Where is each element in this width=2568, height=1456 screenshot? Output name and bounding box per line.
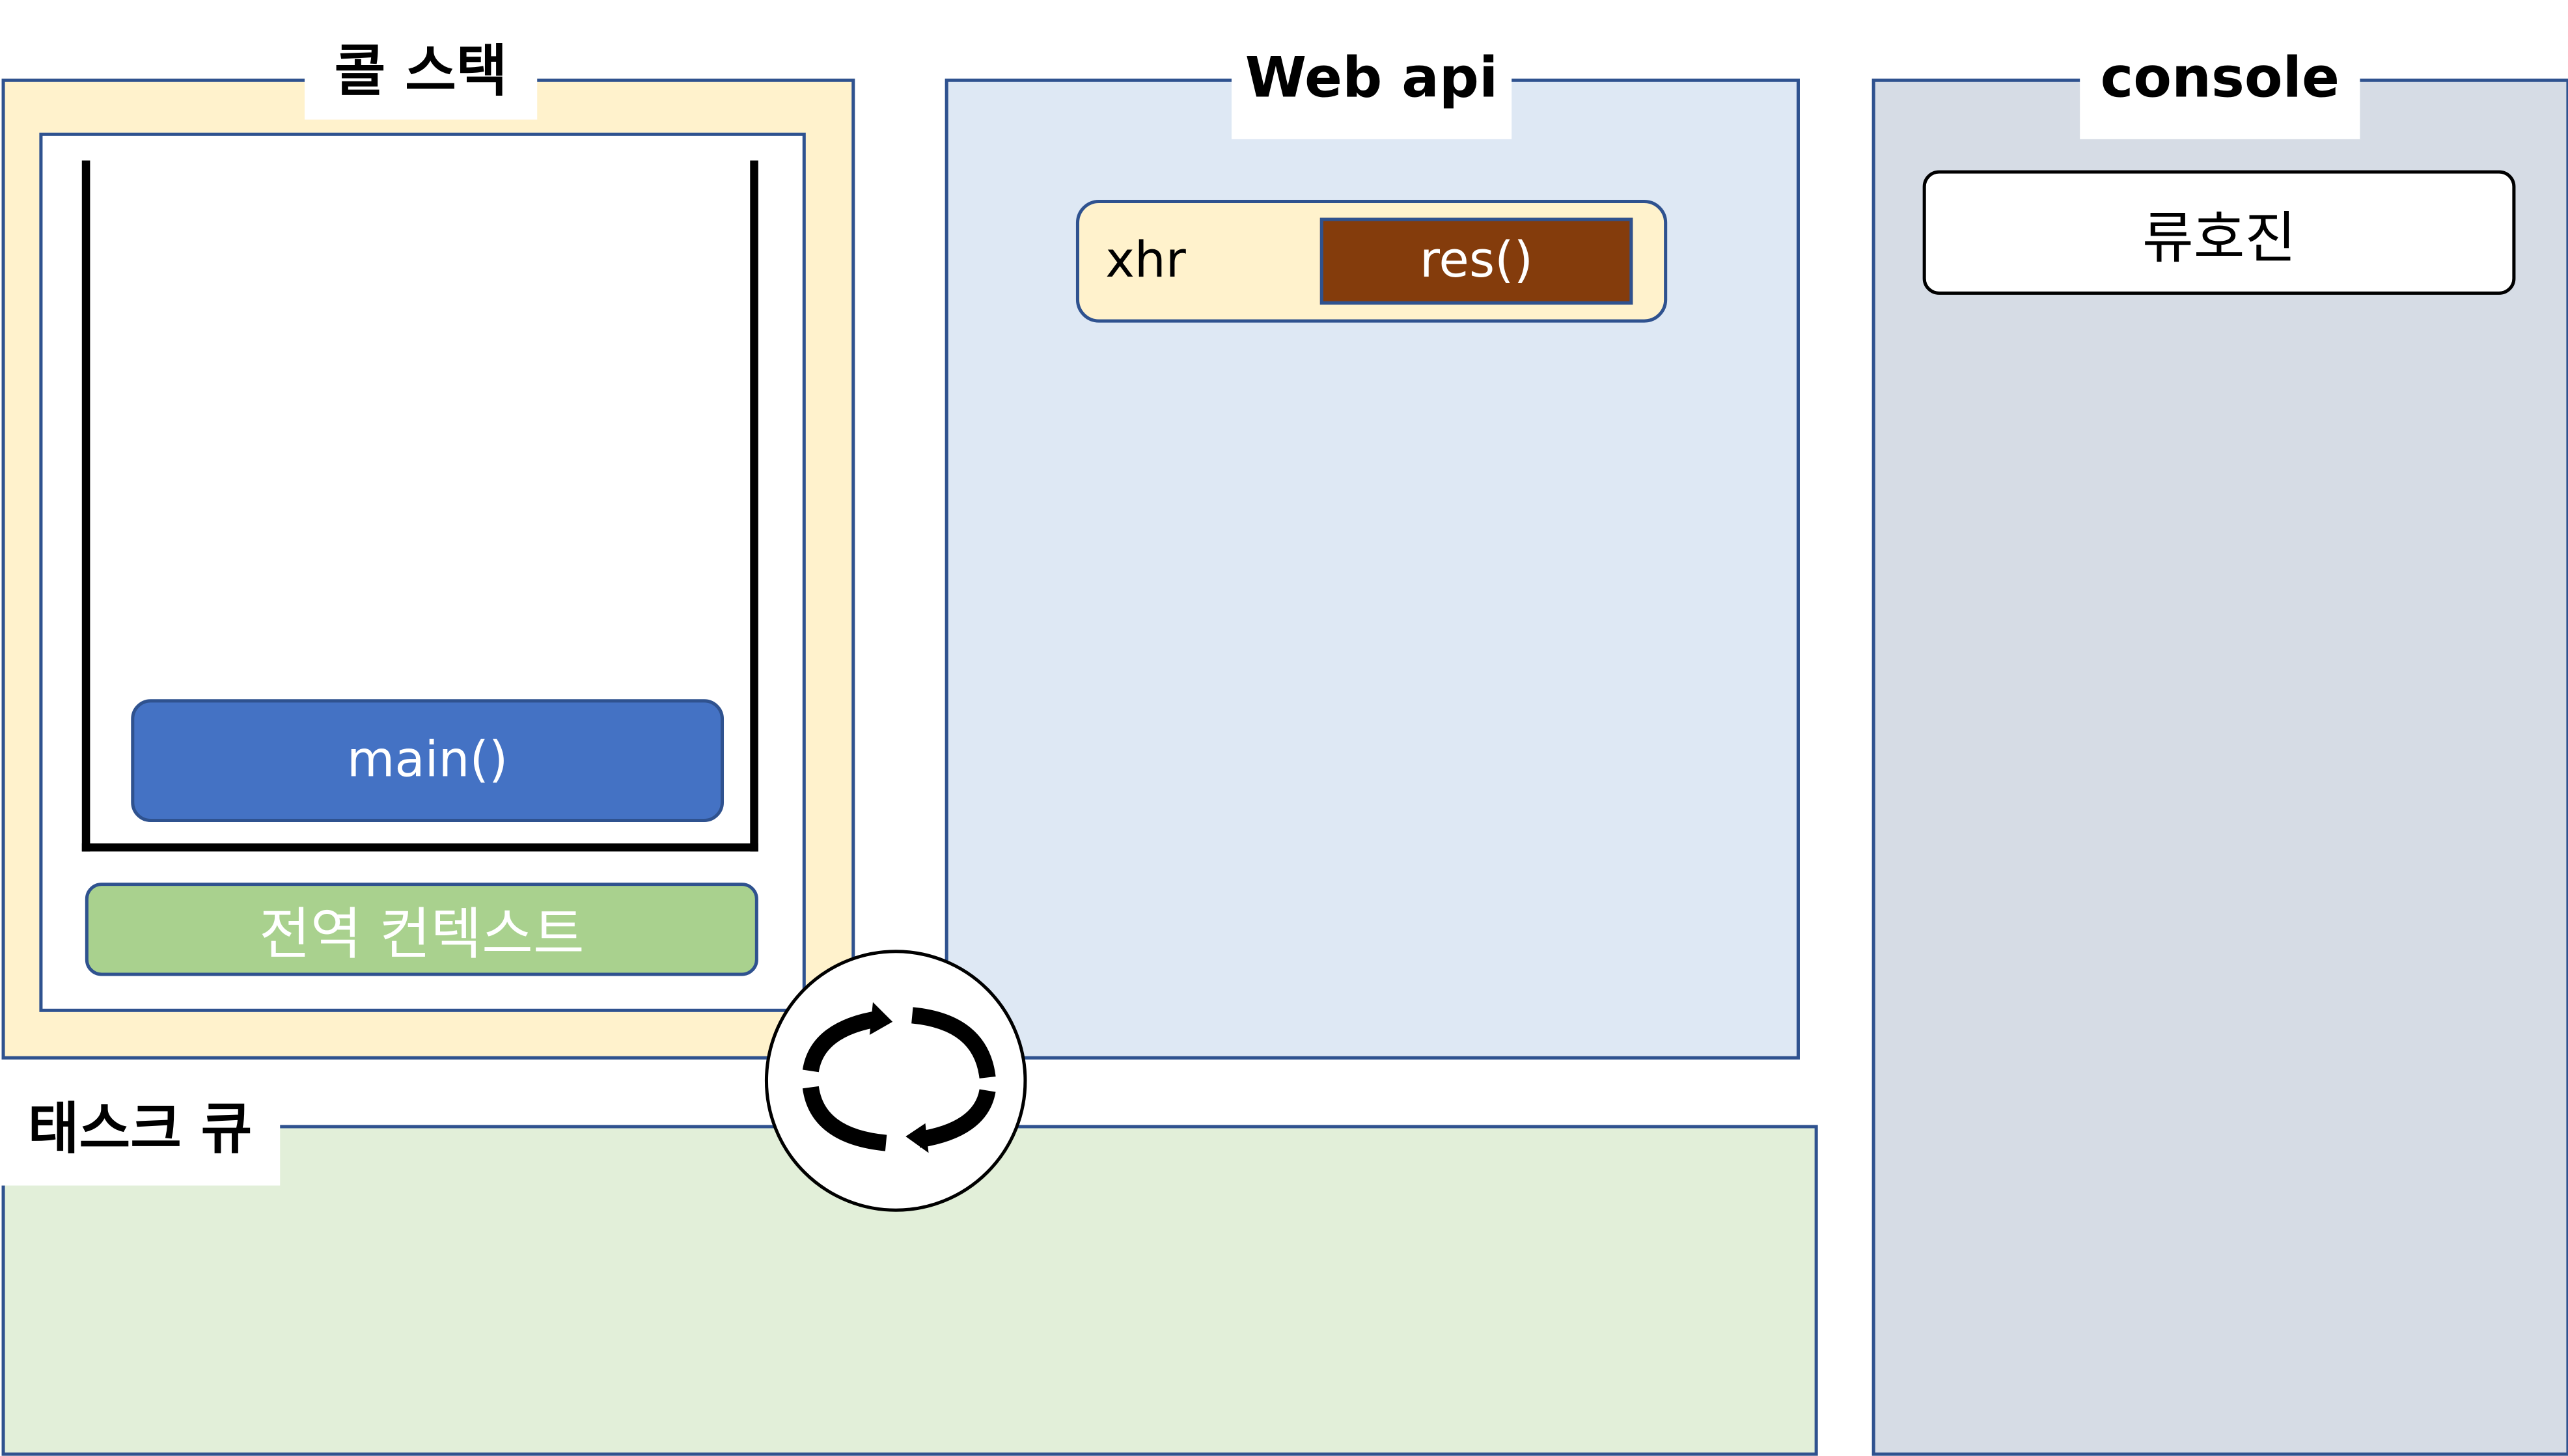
stack-frame-main: main() [131,699,725,822]
refresh-cycle-icon [802,1002,996,1153]
web-api-title: Web api [1231,18,1512,139]
call-stack-title: 콜 스택 [304,13,538,120]
console-title: console [2080,18,2360,139]
task-queue-title: 태스크 큐 [0,1061,281,1186]
res-callback: res() [1319,217,1633,305]
console-output: 류호진 [1922,170,2516,295]
event-loop-circle [764,950,1027,1212]
stack-bucket [81,160,758,852]
console-panel [1871,78,2568,1456]
global-context: 전역 컨텍스트 [85,883,758,976]
call-stack-inner [39,132,806,1012]
xhr-label: xhr [1105,232,1186,290]
